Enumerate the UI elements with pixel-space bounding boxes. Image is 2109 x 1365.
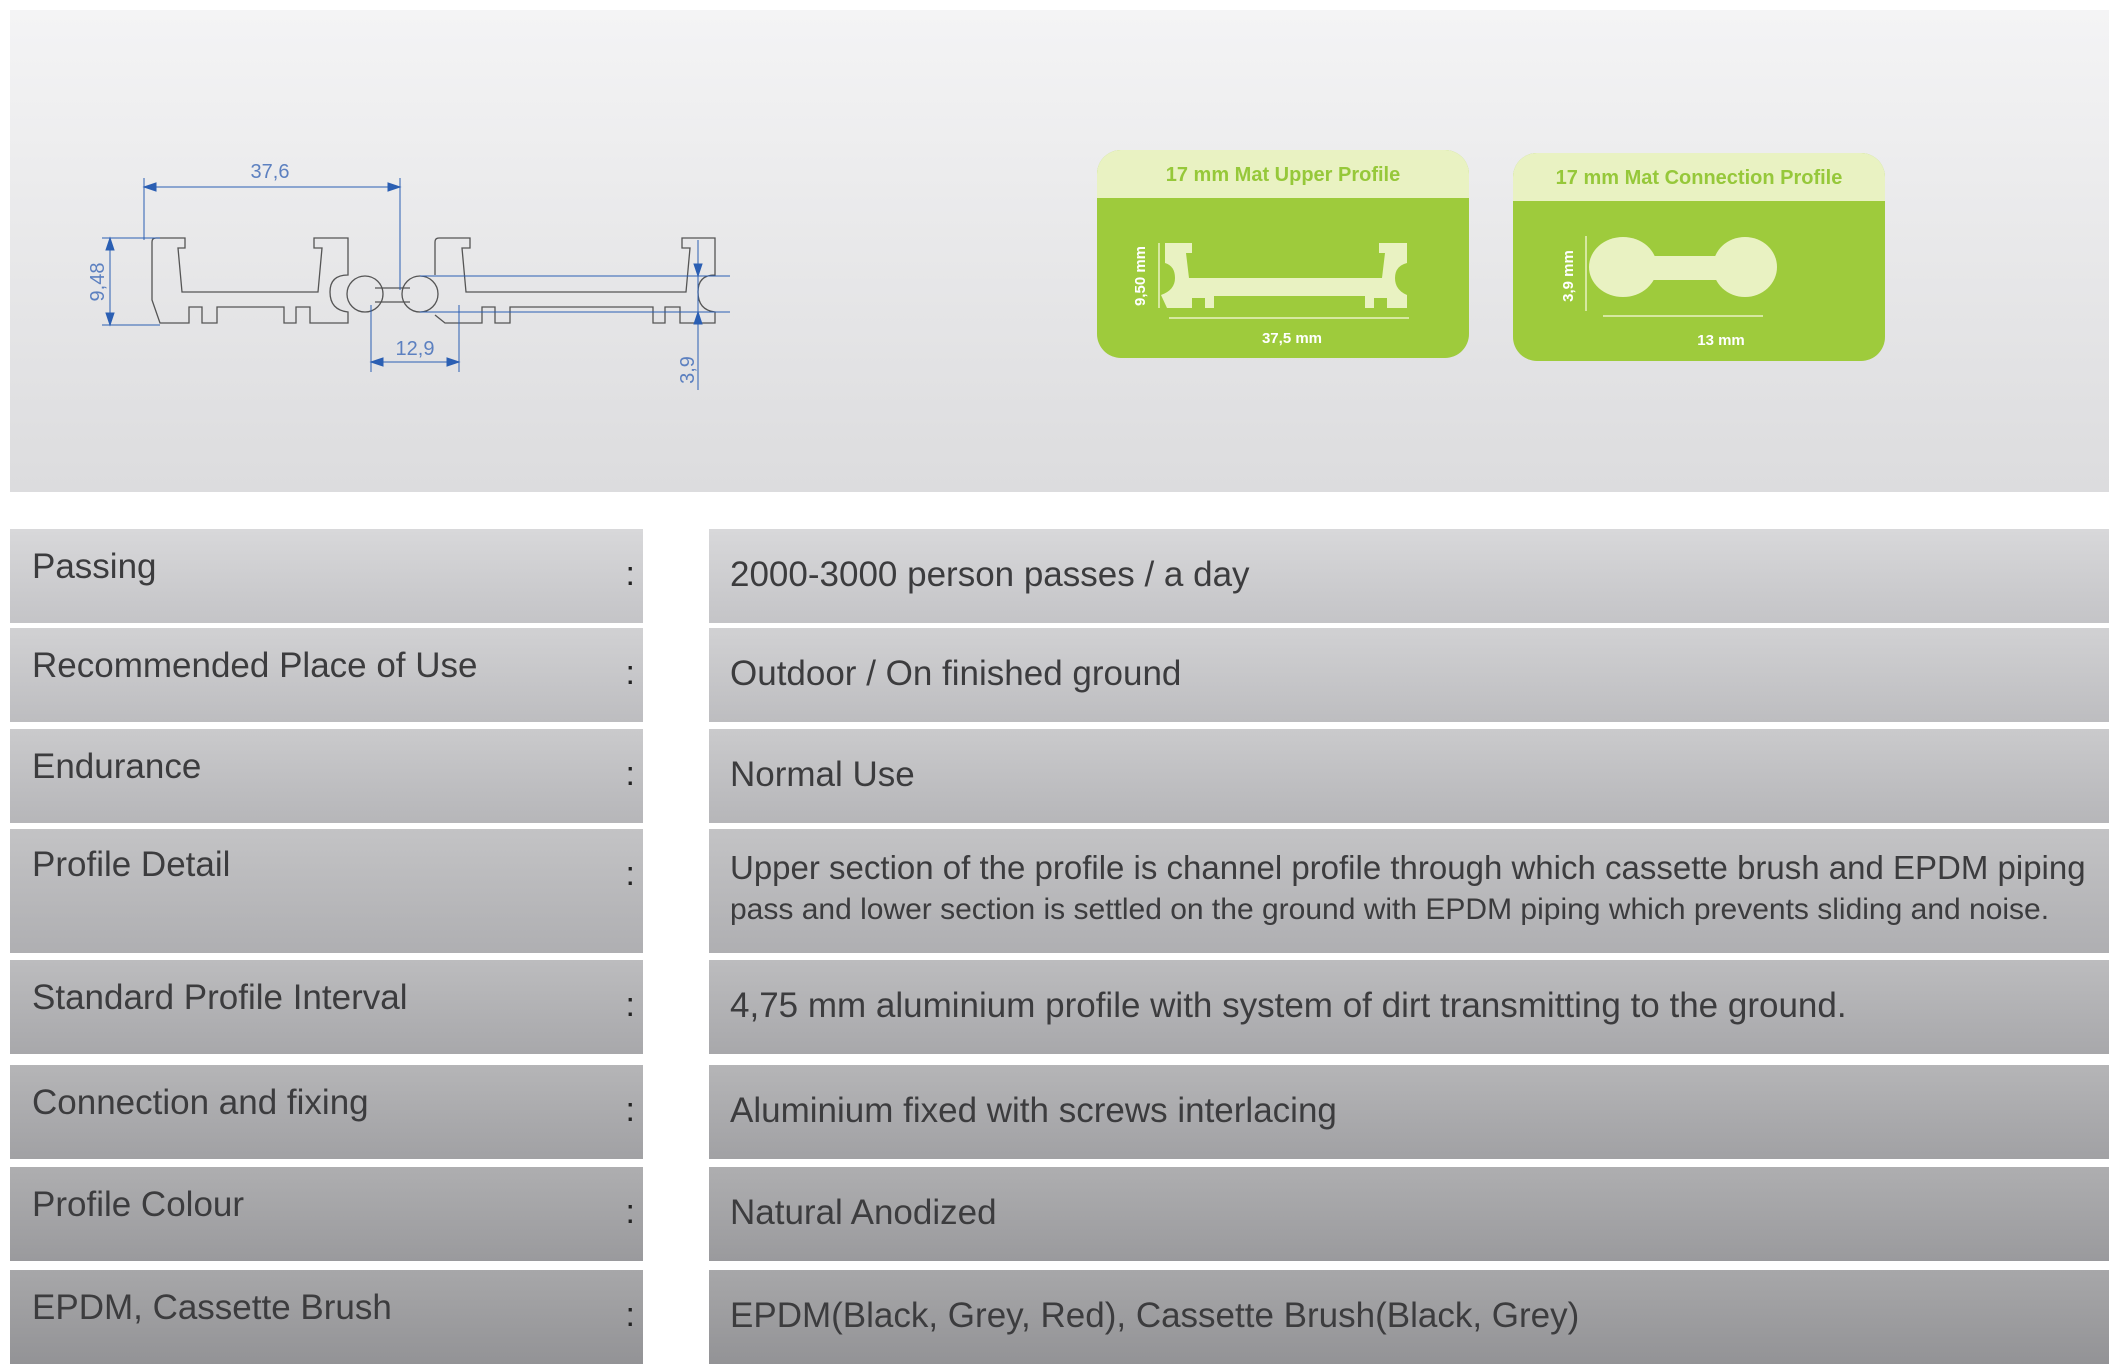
spec-value-cell: Natural Anodized [709, 1167, 2109, 1261]
spec-label-cell: Passing : [10, 529, 643, 623]
spec-value-cell: Upper section of the profile is channel … [709, 829, 2109, 953]
spec-value: EPDM(Black, Grey, Red), Cassette Brush(B… [730, 1296, 1580, 1335]
spec-label: EPDM, Cassette Brush [32, 1288, 392, 1327]
spec-colon: : [625, 1193, 635, 1231]
dim-connector-height-label: 3,9 [677, 356, 699, 384]
card-height-label: 3,9 mm [1560, 250, 1577, 302]
spec-value: Natural Anodized [730, 1193, 997, 1232]
connection-profile-shape: 13 mm 3,9 mm [1560, 236, 1777, 349]
upper-profile-card: 17 mm Mat Upper Profile 37,5 mm 9,50 mm [1097, 150, 1469, 358]
card-title: 17 mm Mat Connection Profile [1513, 153, 1885, 201]
dim-connector-label: 12,9 [396, 338, 435, 360]
spec-label: Passing [32, 547, 157, 586]
spec-label: Profile Colour [32, 1185, 245, 1224]
spec-value-cell: EPDM(Black, Grey, Red), Cassette Brush(B… [709, 1270, 2109, 1364]
left-profile-outline [151, 237, 349, 324]
spec-value: Outdoor / On finished ground [730, 654, 1182, 693]
spec-colon: : [625, 986, 635, 1024]
card-height-label: 9,50 mm [1132, 246, 1149, 306]
spec-colon: : [625, 1296, 635, 1334]
connection-profile-card: 17 mm Mat Connection Profile 13 mm 3,9 m… [1513, 153, 1885, 361]
spec-value: Aluminium fixed with screws interlacing [730, 1091, 1337, 1130]
spec-value-cell: 4,75 mm aluminium profile with system of… [709, 960, 2109, 1054]
spec-colon: : [625, 855, 635, 893]
dim-width-label: 37,6 [251, 161, 290, 183]
spec-value-line2: pass and lower section is settled on the… [730, 893, 2050, 926]
spec-colon: : [625, 555, 635, 593]
card-width-label: 13 mm [1697, 332, 1745, 349]
spec-value: 2000-3000 person passes / a day [730, 555, 1250, 594]
spec-label-cell: EPDM, Cassette Brush : [10, 1270, 643, 1364]
upper-profile-shape: 37,5 mm 9,50 mm [1132, 243, 1409, 347]
spec-colon: : [625, 755, 635, 793]
dim-height-label: 9,48 [90, 263, 109, 302]
spec-label: Standard Profile Interval [32, 978, 408, 1017]
spec-label: Endurance [32, 747, 202, 786]
spec-value: Normal Use [730, 755, 915, 794]
card-width-label: 37,5 mm [1262, 330, 1322, 347]
spec-label-cell: Connection and fixing : [10, 1065, 643, 1159]
card-title: 17 mm Mat Upper Profile [1097, 150, 1469, 198]
spec-value: 4,75 mm aluminium profile with system of… [730, 986, 1847, 1025]
profile-technical-drawing: 37,6 9,48 12,9 3,9 [90, 161, 730, 390]
right-profile-outline [434, 237, 716, 324]
spec-label: Recommended Place of Use [32, 646, 478, 685]
spec-colon: : [625, 1091, 635, 1129]
spec-value-cell: Normal Use [709, 729, 2109, 823]
spec-label-cell: Profile Detail : [10, 829, 643, 953]
spec-value-cell: Outdoor / On finished ground [709, 628, 2109, 722]
spec-label: Connection and fixing [32, 1083, 369, 1122]
spec-label-cell: Endurance : [10, 729, 643, 823]
spec-label: Profile Detail [32, 845, 231, 884]
spec-label-cell: Profile Colour : [10, 1167, 643, 1261]
spec-colon: : [625, 654, 635, 692]
spec-value: Upper section of the profile is channel … [730, 849, 2086, 886]
spec-value-cell: 2000-3000 person passes / a day [709, 529, 2109, 623]
spec-label-cell: Standard Profile Interval : [10, 960, 643, 1054]
spec-label-cell: Recommended Place of Use : [10, 628, 643, 722]
spec-value-cell: Aluminium fixed with screws interlacing [709, 1065, 2109, 1159]
